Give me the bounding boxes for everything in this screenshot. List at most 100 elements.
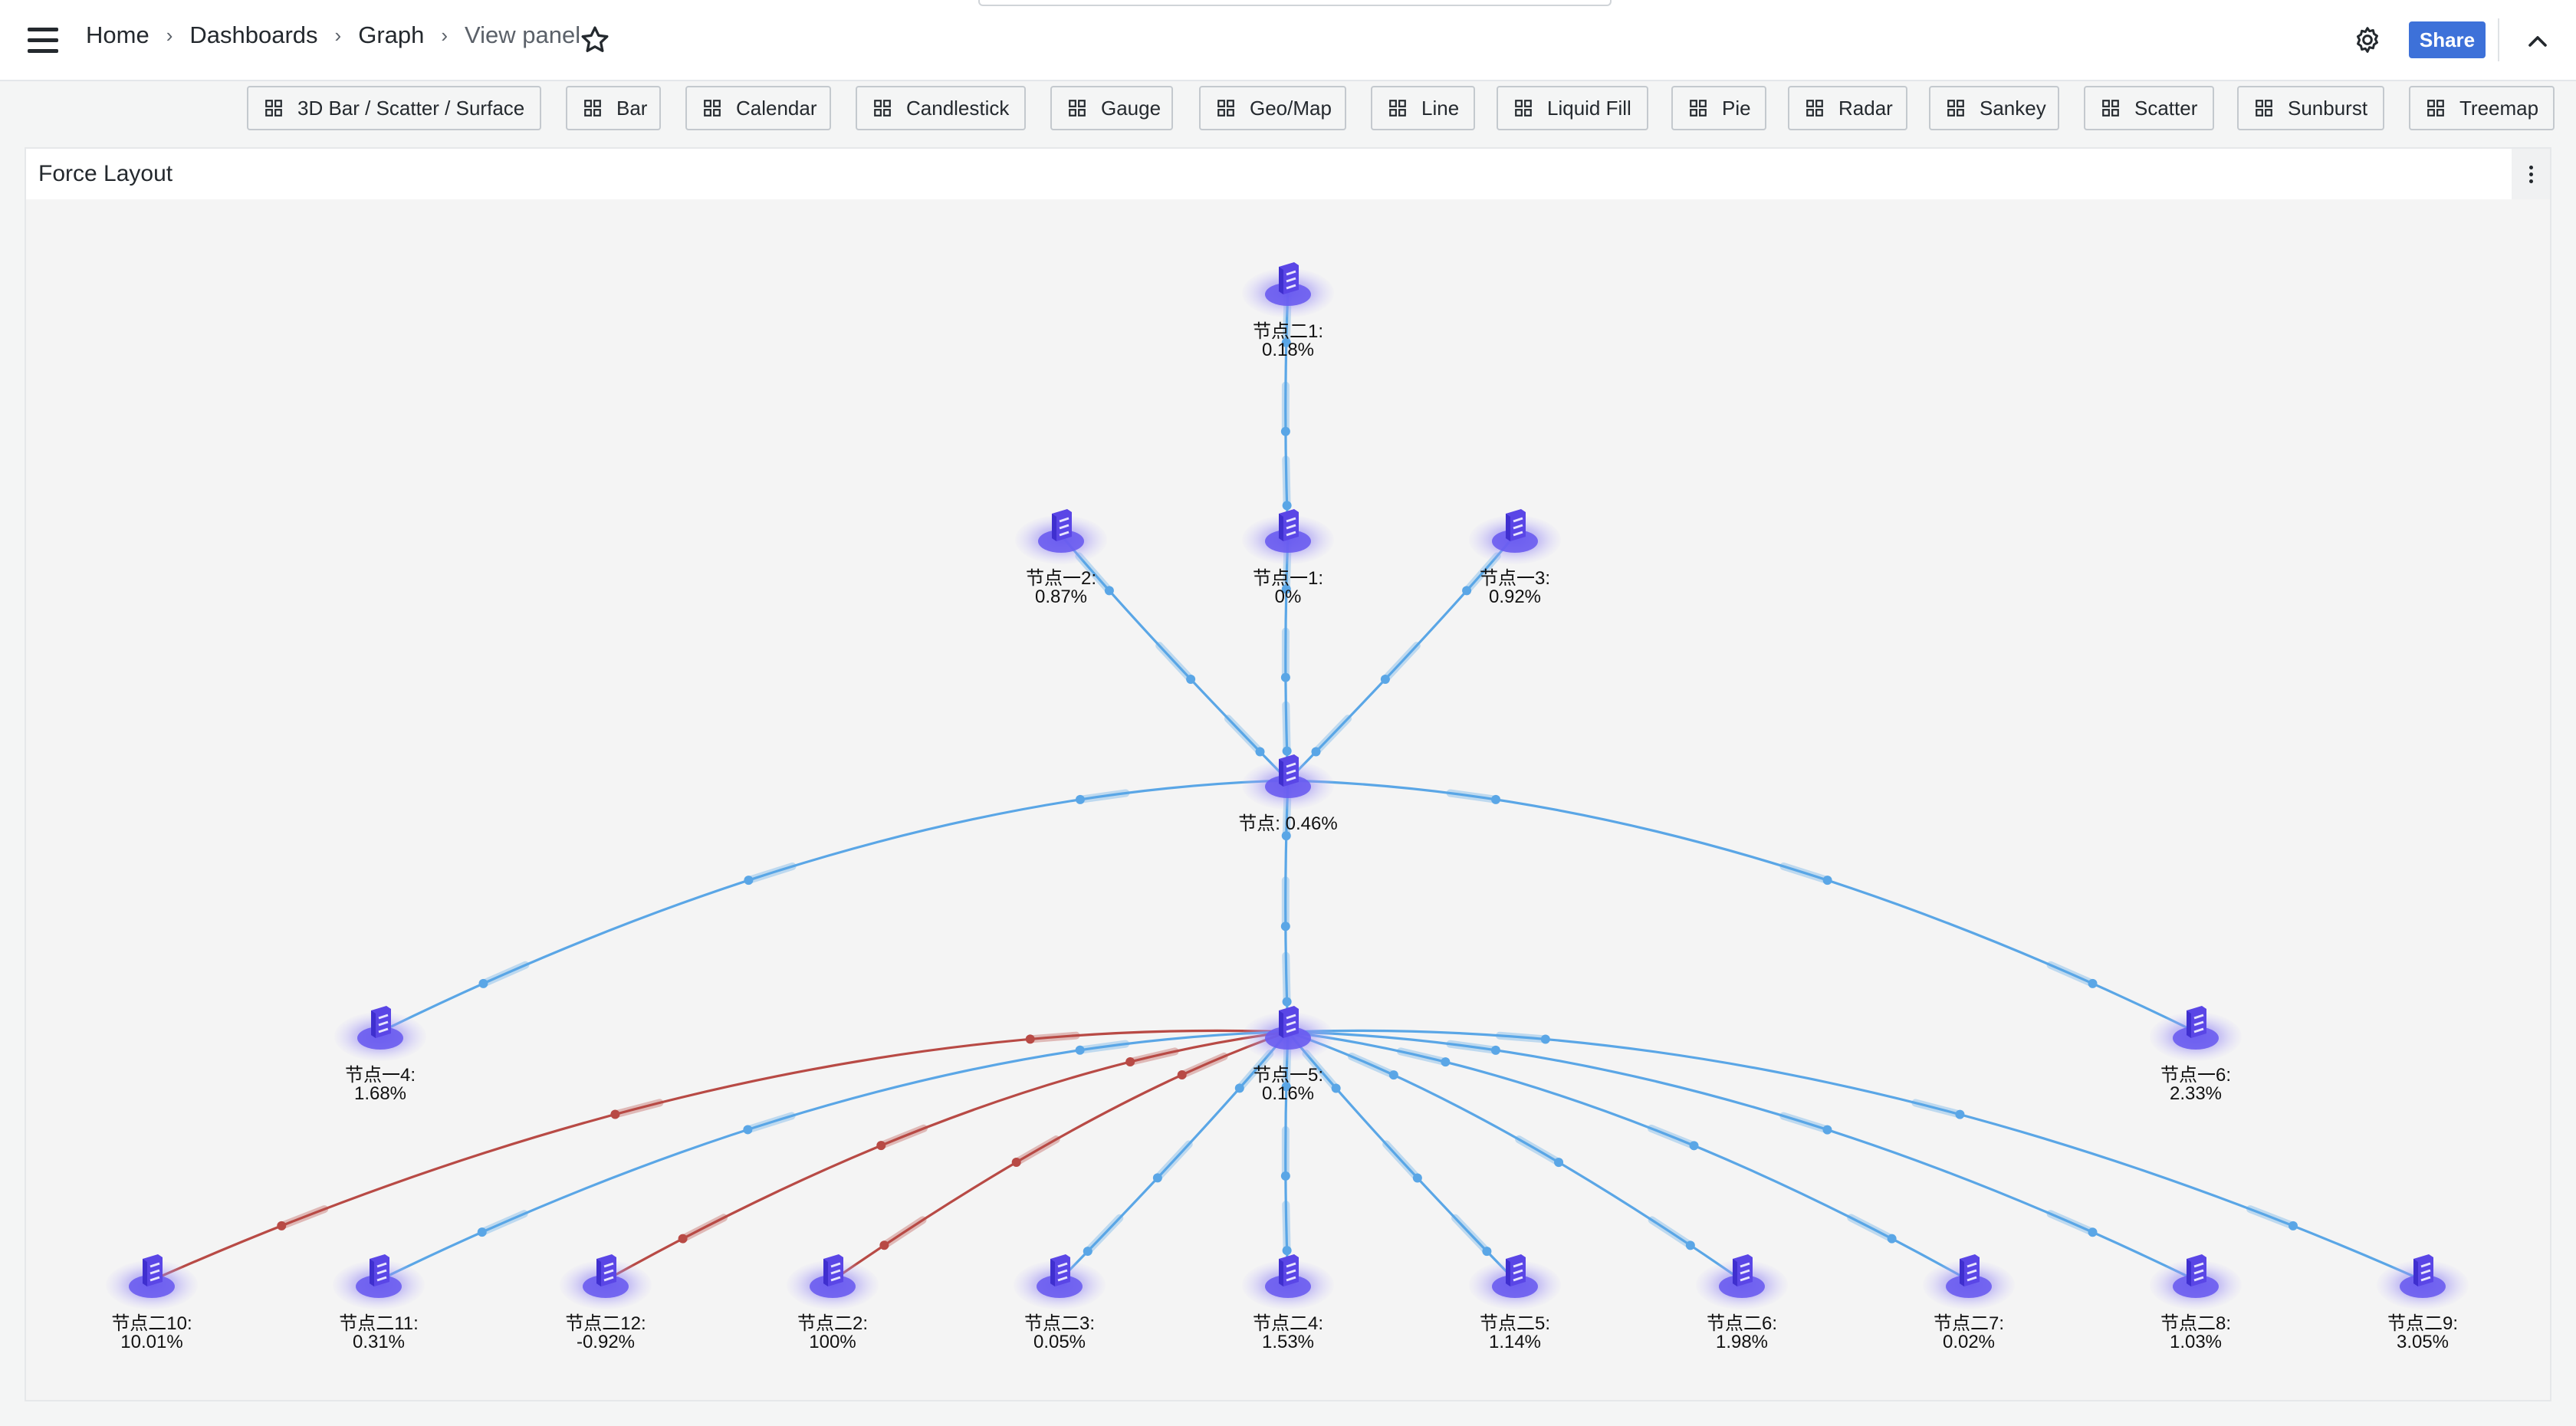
node-value: 0% — [1275, 586, 1302, 607]
graph-node-n29[interactable]: 节点二9:3.05% — [2377, 1254, 2469, 1352]
edge-flow-trail — [278, 1205, 329, 1230]
edge-flow-trail — [1302, 1050, 1340, 1092]
graph-node-n14[interactable]: 节点一4:1.68% — [334, 1006, 426, 1104]
link-label: Sankey — [1980, 96, 2046, 120]
graph-node-n210[interactable]: 节点二10:10.01% — [106, 1254, 198, 1352]
edge-flow-trail — [1779, 1112, 1832, 1134]
gear-icon[interactable] — [2352, 25, 2383, 55]
edge-n15-n28[interactable] — [1287, 1030, 2196, 1282]
edge-flow-particle — [1689, 1141, 1699, 1151]
edge-n12-root[interactable] — [1060, 534, 1290, 782]
graph-node-n13[interactable]: 节点一3:0.92% — [1469, 509, 1561, 607]
chevron-up-icon[interactable] — [2522, 26, 2553, 57]
node-base — [1946, 1275, 1992, 1298]
edge-flow-trail — [1515, 1135, 1563, 1167]
link-geo-map[interactable]: Geo/Map — [1199, 86, 1346, 130]
server-icon — [2187, 1254, 2206, 1286]
edge-n15-n26[interactable] — [1287, 1030, 1743, 1282]
server-icon — [2187, 1006, 2206, 1038]
link-label: Line — [1421, 96, 1460, 120]
edge-n15-n25[interactable] — [1286, 1030, 1516, 1282]
link-radar[interactable]: Radar — [1788, 86, 1907, 130]
grid-icon — [584, 100, 601, 117]
graph-node-n212[interactable]: 节点二12:-0.92% — [560, 1254, 652, 1352]
link-calendar[interactable]: Calendar — [685, 86, 831, 130]
node-value: 2.33% — [2170, 1083, 2222, 1104]
edge-flow-particle — [2088, 978, 2098, 988]
node-label: 节点二5: — [1480, 1313, 1550, 1334]
edge-n13-root[interactable] — [1286, 534, 1516, 782]
edge-n15-n29[interactable] — [1287, 1029, 2423, 1282]
edge-flow-particle — [744, 876, 754, 886]
edge-n15-n22[interactable] — [832, 1030, 1289, 1282]
graph-node-n11[interactable]: 节点一1:0% — [1242, 509, 1334, 607]
node-label: 节点二10: — [111, 1313, 192, 1334]
edge-root-n14[interactable] — [380, 779, 1289, 1033]
node-value: 0.05% — [1033, 1332, 1086, 1352]
server-icon — [1506, 509, 1526, 541]
edge-flow-trail — [1446, 1040, 1500, 1054]
grid-icon — [2256, 100, 2272, 117]
edge-n15-n23[interactable] — [1058, 1030, 1290, 1282]
node-value: 0.18% — [1262, 340, 1314, 360]
edge-flow-particle — [1282, 997, 1292, 1007]
link-sunburst[interactable]: Sunburst — [2237, 86, 2384, 130]
graph-node-n27[interactable]: 节点二7:0.02% — [1923, 1254, 2015, 1352]
graph-node-n25[interactable]: 节点二5:1.14% — [1469, 1254, 1561, 1352]
edge-n15-n210[interactable] — [151, 1029, 1289, 1282]
link-liquid-fill[interactable]: Liquid Fill — [1497, 86, 1648, 130]
link-sankey[interactable]: Sankey — [1929, 86, 2059, 130]
edge-flow-particle — [1462, 586, 1472, 596]
edge-flow-trail — [611, 1099, 664, 1119]
edge-n15-n212[interactable] — [605, 1030, 1289, 1282]
graph-node-n211[interactable]: 节点二11:0.31% — [333, 1254, 425, 1352]
graph-node-n26[interactable]: 节点二6:1.98% — [1696, 1254, 1788, 1352]
share-button[interactable]: Share — [2409, 21, 2486, 58]
breadcrumb-graph[interactable]: Graph — [358, 21, 425, 48]
graph-node-n16[interactable]: 节点一6:2.33% — [2150, 1006, 2242, 1104]
graph-node-n15[interactable]: 节点一5:0.16% — [1242, 1006, 1334, 1104]
graph-node-n21[interactable]: 节点二1:0.18% — [1242, 262, 1334, 360]
node-label: 节点一4: — [345, 1065, 416, 1086]
edge-flow-trail — [1446, 789, 1500, 803]
grid-icon — [1947, 100, 1964, 117]
link-3d-bar-scatter-surface[interactable]: 3D Bar / Scatter / Surface — [247, 86, 541, 130]
edge-flow-trail — [1396, 1047, 1450, 1066]
link-candlestick[interactable]: Candlestick — [856, 86, 1026, 130]
node-value: -0.92% — [577, 1332, 635, 1352]
node-label: 节点一5: — [1253, 1065, 1323, 1086]
breadcrumb-home[interactable]: Home — [86, 21, 150, 48]
link-scatter[interactable]: Scatter — [2084, 86, 2214, 130]
graph-node-n12[interactable]: 节点一2:0.87% — [1015, 509, 1107, 607]
kebab-menu-icon[interactable] — [2512, 149, 2550, 199]
graph-node-n22[interactable]: 节点二2:100% — [787, 1254, 879, 1352]
edge-flow-particle — [1177, 1070, 1187, 1080]
node-base — [1265, 530, 1311, 553]
edge-flow-particle — [1380, 674, 1390, 684]
edge-n15-n27[interactable] — [1287, 1030, 1970, 1282]
link-gauge[interactable]: Gauge — [1050, 86, 1173, 130]
graph-node-n24[interactable]: 节点二4:1.53% — [1242, 1254, 1334, 1352]
edge-flow-particle — [1280, 922, 1290, 932]
breadcrumb-dashboards[interactable]: Dashboards — [189, 21, 318, 48]
link-bar[interactable]: Bar — [566, 86, 661, 130]
edge-flow-particle — [876, 1141, 886, 1151]
link-pie[interactable]: Pie — [1671, 86, 1766, 130]
grid-icon — [1069, 100, 1086, 117]
edge-flow-particle — [1540, 1034, 1550, 1044]
graph-node-n28[interactable]: 节点二8:1.03% — [2150, 1254, 2242, 1352]
graph-node-n23[interactable]: 节点二3:0.05% — [1014, 1254, 1106, 1352]
node-value: 1.03% — [2170, 1332, 2222, 1352]
hamburger-menu-icon[interactable] — [23, 23, 63, 57]
link-line[interactable]: Line — [1371, 86, 1475, 130]
edge-root-n16[interactable] — [1287, 779, 2196, 1033]
node-base — [583, 1275, 629, 1298]
edge-flow-particle — [1152, 1173, 1162, 1183]
link-treemap[interactable]: Treemap — [2409, 86, 2555, 130]
graph-node-root[interactable]: 节点: 0.46% — [1238, 754, 1338, 834]
edge-n15-n211[interactable] — [378, 1030, 1289, 1282]
node-base — [1492, 530, 1538, 553]
star-icon[interactable] — [580, 25, 610, 55]
node-label: 节点一6: — [2160, 1065, 2231, 1086]
edge-flow-particle — [743, 1125, 753, 1135]
